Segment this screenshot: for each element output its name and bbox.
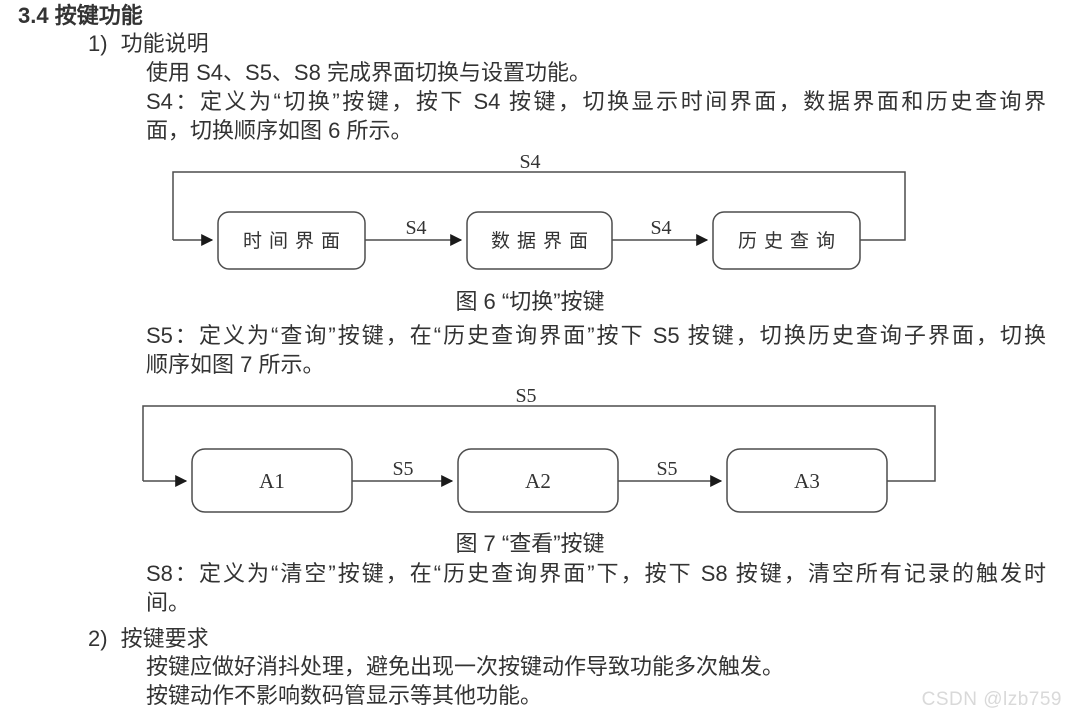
list-item-1-text: 功能说明 [120, 31, 209, 56]
list-item-2-label: 2) 按键要求 [88, 626, 209, 652]
para-s8-line2: 间。 [146, 590, 191, 615]
figure6-edge1-label: S4 [405, 217, 426, 239]
figure7-edge2-label: S5 [656, 458, 677, 480]
figure7-svg: S5 S5 S5 A1 A2 A3 [142, 386, 936, 513]
figure7-node-a3 [726, 448, 888, 513]
figure7-node-a3-label: A3 [794, 469, 820, 493]
list-item-2-text: 按键要求 [120, 626, 209, 651]
csdn-watermark: CSDN @lzb759 [921, 689, 1062, 710]
figure6-node-history [712, 211, 861, 270]
list-item-1-number: 1) [88, 31, 108, 56]
para-s4-line2: 面，切换顺序如图 6 所示。 [146, 118, 413, 143]
figure6-caption: 图 6 “切换”按键 [455, 289, 605, 314]
figure7-caption: 图 7 “查看”按键 [455, 531, 605, 556]
figure6-node-data-label: 数据界面 [491, 230, 595, 252]
para-s5-line1: S5：定义为“查询”按键，在“历史查询界面”按下 S5 按键，切换历史查询子界面… [146, 323, 1046, 348]
list-item-2-number: 2) [88, 626, 108, 651]
para-s4-line1: S4：定义为“切换”按键，按下 S4 按键，切换显示时间界面，数据界面和历史查询… [146, 89, 1046, 114]
figure6-loop-line [172, 171, 906, 241]
para-usage-line: 使用 S4、S5、S8 完成界面切换与设置功能。 [146, 60, 591, 85]
para-s5-line2: 顺序如图 7 所示。 [146, 352, 325, 377]
para-s8-line1: S8：定义为“清空”按键，在“历史查询界面”下，按下 S8 按键，清空所有记录的… [146, 561, 1046, 586]
figure7-node-a1-label: A1 [259, 469, 285, 493]
figure6-node-time-label: 时间界面 [243, 230, 347, 252]
figure6-loop-label: S4 [519, 151, 540, 173]
figure7-diagram: S5 S5 S5 A1 A2 A3 [130, 386, 950, 518]
figure6-edge2-label: S4 [650, 217, 671, 239]
figure7-node-a2-label: A2 [525, 469, 551, 493]
para-req-line2: 按键动作不影响数码管显示等其他功能。 [146, 683, 543, 708]
figure7-edge1-label: S5 [392, 458, 413, 480]
para-req-line1: 按键应做好消抖处理，避免出现一次按键动作导致功能多次触发。 [146, 654, 785, 679]
figure7-loop-label: S5 [515, 386, 536, 407]
figure6-node-history-label: 历史查询 [738, 230, 842, 252]
figure6-svg: S4 S4 S4 时间界面 数据界面 历史查询 [172, 151, 906, 270]
section-heading: 3.4 按键功能 [18, 3, 143, 28]
figure7-loop-line [142, 405, 936, 482]
figure6-diagram: S4 S4 S4 时间界面 数据界面 历史查询 [130, 148, 920, 288]
list-item-1-label: 1) 功能说明 [88, 31, 209, 57]
